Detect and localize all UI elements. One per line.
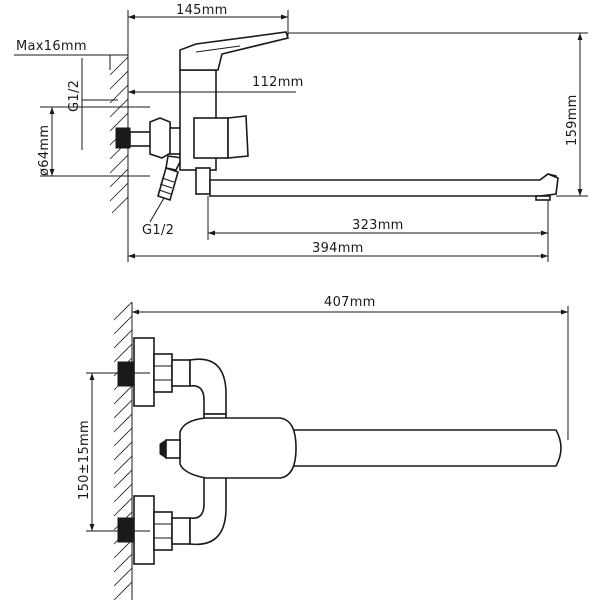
side-view: 145mm Max16mm G1/2 112mm ø64mm bbox=[14, 3, 588, 262]
dim-159: 159mm bbox=[288, 32, 588, 197]
label-g12-bottom: G1/2 bbox=[142, 223, 174, 238]
label-394: 394mm bbox=[312, 241, 364, 256]
dim-150: 150±15mm bbox=[77, 372, 150, 532]
label-150: 150±15mm bbox=[77, 420, 92, 500]
upper-eccentric bbox=[133, 337, 191, 407]
label-407: 407mm bbox=[324, 295, 376, 310]
label-323: 323mm bbox=[352, 218, 404, 233]
lower-eccentric bbox=[133, 495, 191, 565]
dim-145: 145mm bbox=[127, 3, 289, 56]
label-159: 159mm bbox=[565, 94, 580, 146]
label-64: ø64mm bbox=[37, 125, 52, 176]
dim-323: 323mm bbox=[207, 196, 549, 240]
label-145: 145mm bbox=[176, 3, 228, 18]
label-g12-top: G1/2 bbox=[67, 80, 82, 112]
dim-64: ø64mm bbox=[37, 106, 150, 177]
dim-407: 407mm bbox=[132, 295, 569, 440]
label-max16: Max16mm bbox=[16, 39, 87, 54]
dim-g12-top: G1/2 bbox=[67, 58, 118, 150]
wall-front bbox=[113, 301, 135, 600]
wall-side bbox=[109, 56, 131, 214]
dim-g12-bottom: G1/2 bbox=[142, 197, 174, 238]
dim-394: 394mm bbox=[127, 212, 549, 262]
front-spout bbox=[159, 417, 562, 479]
dim-max16: Max16mm bbox=[14, 39, 128, 70]
label-112: 112mm bbox=[252, 75, 304, 90]
front-view: 407mm 150±15mm bbox=[77, 295, 569, 600]
faucet-side-body bbox=[129, 31, 559, 202]
dim-112: 112mm bbox=[128, 75, 304, 95]
